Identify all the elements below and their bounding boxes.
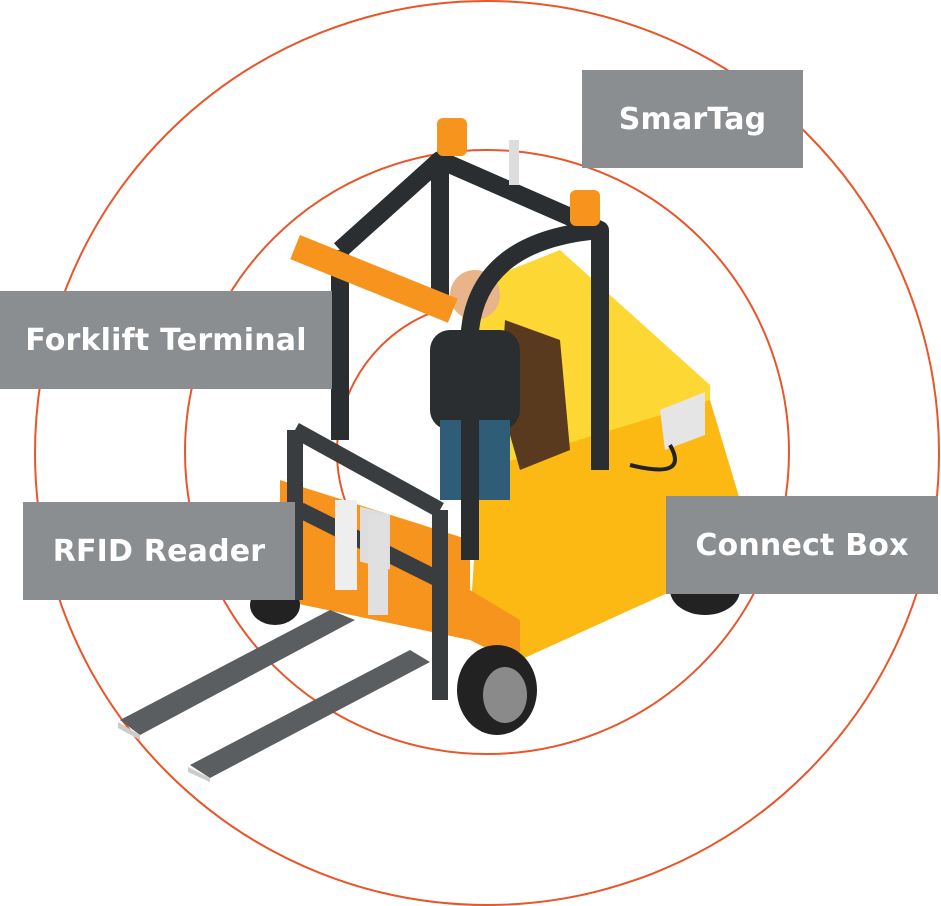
rfid-reader-label: RFID Reader <box>23 502 295 600</box>
middle-ring <box>184 149 790 755</box>
forklift-terminal-label: Forklift Terminal <box>0 291 332 389</box>
smartag-label: SmarTag <box>582 70 803 168</box>
outer-ring <box>34 0 940 906</box>
connect-box-label: Connect Box <box>666 496 938 594</box>
forklift <box>118 118 740 782</box>
